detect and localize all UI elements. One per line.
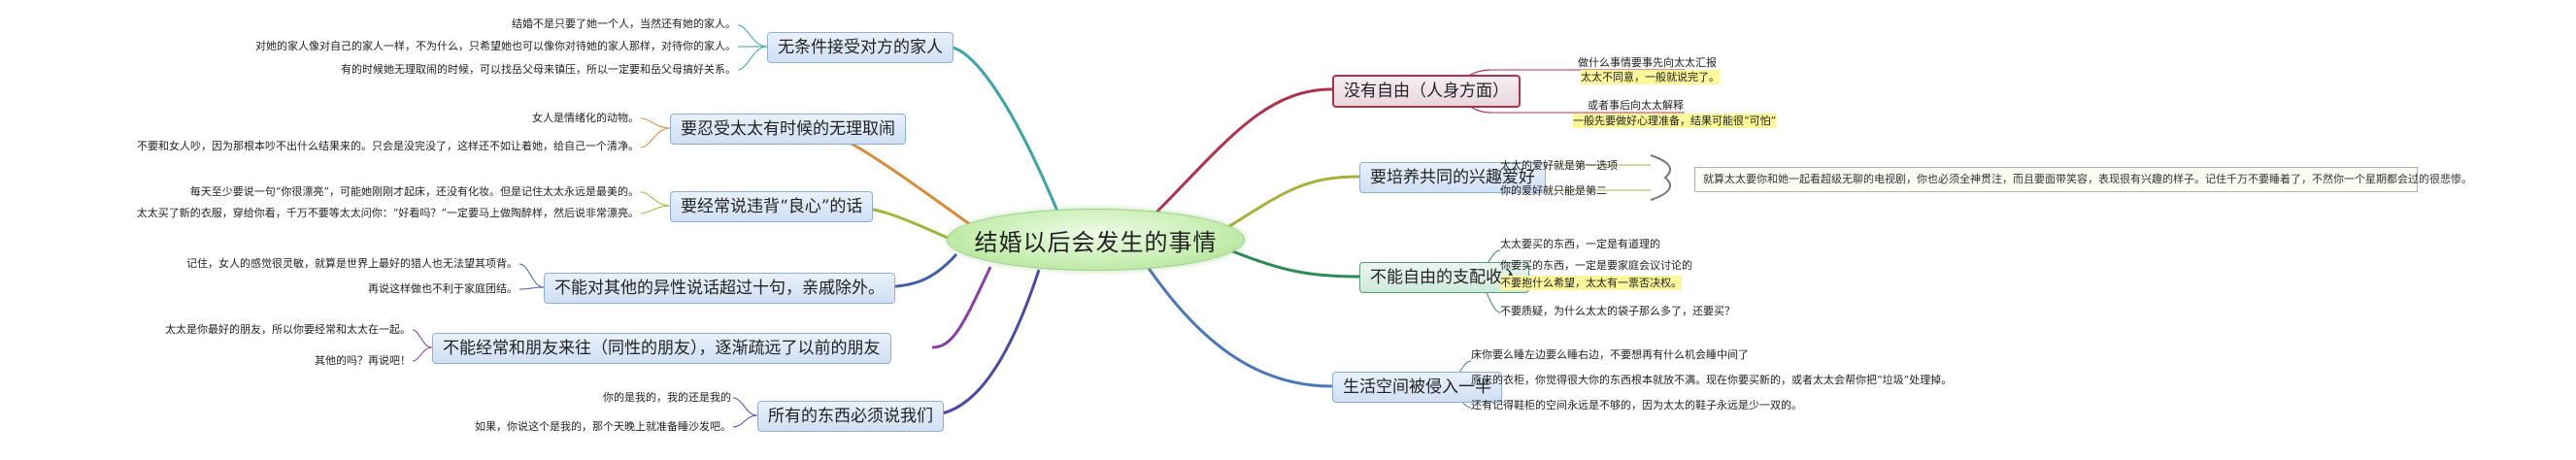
branch-line-freedom [1144,87,1333,225]
note-family-2: 对她的家人像对自己的家人一样，不为什么，只希望她也可以像你对待她的家人那样，对待… [255,40,736,52]
note-wife-purchase: 太太要买的东西，一定是有道理的 [1500,238,1660,250]
note-flattery-1: 每天至少要说一句“你很漂亮”，可能她刚刚才起床，还没有化妆。但是记住太太永远是最… [189,185,639,198]
note-tolerate-1: 女人是情绪化的动物。 [532,112,639,124]
note-flattery-2: 太太买了新的衣服，穿给你看，千万不要等太太问你：“好看吗？”一定要马上做陶醉样，… [136,207,639,219]
note-tolerate-2: 不要和女人吵，因为那根本吵不出什么结果来的。只会是没完没了，这样还不如让着她，给… [137,140,639,152]
note-family-3: 有的时候她无理取闹的时候，可以找岳父母来镇压，所以一定要和岳父母搞好关系。 [341,63,736,76]
branch-line-friends [931,266,992,349]
note-wife-hobby-first: 太太的爱好就是第一选项 [1500,159,1618,172]
hobby-callout: 就算太太要你和她一起看超级无聊的电视剧，你也必须全神贯注，而且要面带笑容，表现很… [1694,167,2472,192]
central-topic[interactable]: 结婚以后会发生的事情 [947,209,1245,271]
topic-accept-family[interactable]: 无条件接受对方的家人 [767,32,953,63]
topic-ours[interactable]: 所有的东西必须说我们 [757,401,944,432]
note-veto: 不要抱什么希望，太太有一票否决权。 [1500,276,1682,290]
branch-line-family [946,45,1060,214]
topic-living-space[interactable]: 生活空间被侵入一半 [1332,372,1502,403]
branch-line-hobby [1218,175,1360,235]
topic-flattery[interactable]: 要经常说违背“良心”的话 [670,191,874,222]
note-prepare-mentally: 一般先要做好心理准备，结果可能很“可怕” [1573,114,1777,128]
note-wardrobe: 原来的衣柜，你觉得很大你的东西根本就放不满。现在你要买新的，或者太太会帮你把“垃… [1471,374,1953,386]
note-no-question: 不要质疑，为什么太太的袋子那么多了，还要买？ [1500,305,1735,317]
note-report-first: 做什么事情要事先向太太汇报 [1578,56,1717,69]
topic-no-freedom[interactable]: 没有自由（人身方面） [1332,75,1521,108]
note-your-purchase: 你要买的东西，一定是要家庭会议讨论的 [1500,259,1692,272]
note-explain-after: 或者事后向太太解释 [1588,99,1684,112]
branch-line-ours [926,269,1041,417]
branch-line-income [1222,246,1360,279]
branch-line-space [1144,263,1333,388]
note-bed-side: 床你要么睡左边要么睡右边，不要想再有什么机会睡中间了 [1471,348,1749,361]
note-wife-disagree: 太太不同意，一般就说完了。 [1581,70,1720,84]
note-opposite-1: 记住，女人的感觉很灵敏，就算是世界上最好的猎人也无法望其项背。 [186,257,518,270]
topic-friends[interactable]: 不能经常和朋友来往（同性的朋友），逐渐疏远了以前的朋友 [432,333,891,364]
note-friends-2: 其他的吗？再说吧！ [315,354,411,367]
note-ours-2: 如果，你说这个是我的，那个天晚上就准备睡沙发吧。 [475,420,731,433]
topic-opposite-sex[interactable]: 不能对其他的异性说话超过十句，亲戚除外。 [544,273,895,304]
topic-tolerate[interactable]: 要忍受太太有时候的无理取闹 [670,114,906,145]
note-opposite-2: 再说这样做也不利于家庭团结。 [368,282,518,295]
note-shoe-cabinet: 还有记得鞋柜的空间永远是不够的，因为太太的鞋子永远是少一双的。 [1471,399,1802,411]
topic-common-hobby[interactable]: 要培养共同的兴趣爱好 [1359,162,1546,193]
note-your-hobby-second: 你的爱好就只能是第二 [1500,184,1607,197]
note-ours-1: 你的是我的，我的还是我的 [603,391,731,404]
note-family-1: 结婚不是只要了她一个人，当然还有她的家人。 [512,17,736,30]
note-friends-1: 太太是你最好的朋友，所以你要经常和太太在一起。 [165,323,411,336]
